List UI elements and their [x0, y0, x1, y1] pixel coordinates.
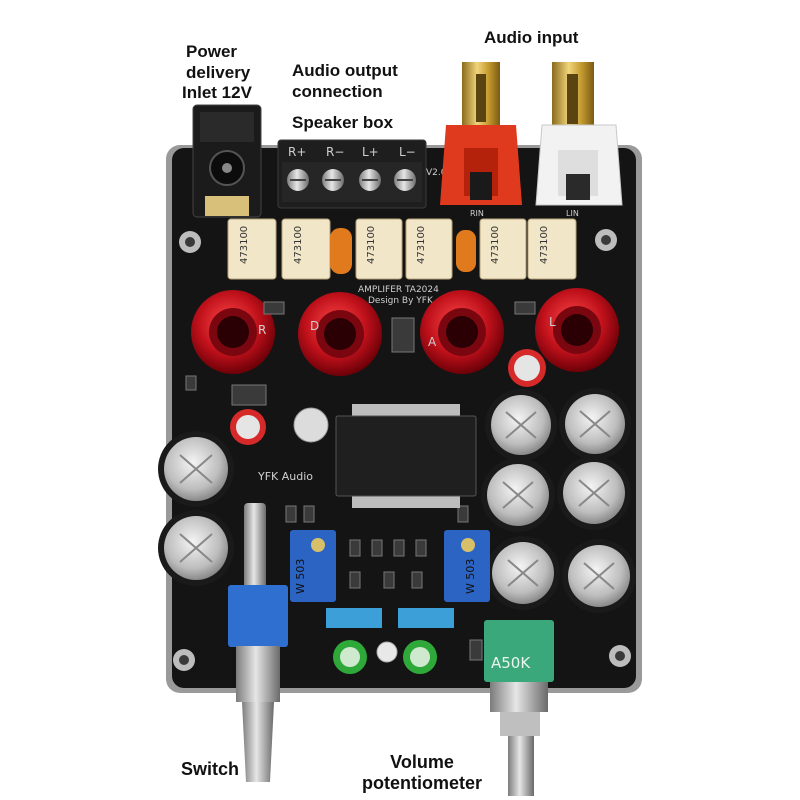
svg-text:R: R — [258, 323, 266, 337]
large-capacitors — [158, 388, 636, 613]
volume-pot: A50K — [484, 620, 554, 796]
film-capacitor: 473100 — [227, 218, 277, 280]
svg-text:D: D — [310, 319, 319, 333]
dc-power-jack — [192, 104, 262, 218]
film-capacitor: 473100 — [479, 218, 527, 280]
audio-output-label: Audio output connection — [292, 61, 398, 101]
binding-post-1: R — [191, 290, 275, 374]
binding-post-2: D — [298, 292, 382, 376]
brand-silkscreen: YFK Audio — [257, 470, 313, 483]
binding-post-3: A — [420, 290, 504, 374]
speaker-terminal-block: R+ R− L+ L− — [277, 139, 427, 209]
film-capacitor: 473100 — [355, 218, 403, 280]
small-capacitors — [230, 349, 546, 445]
toggle-switch — [228, 503, 288, 782]
terminal-label-l-minus: L− — [399, 145, 416, 159]
inlet-12v-label: Inlet 12V — [182, 83, 252, 102]
svg-text:A50K: A50K — [491, 654, 531, 672]
terminal-label-r-plus: R+ — [288, 145, 306, 159]
board-title-line2: Design By YFK — [368, 296, 434, 306]
svg-text:473100: 473100 — [416, 226, 427, 264]
film-capacitor: 473100 — [405, 218, 453, 280]
terminal-label-r-minus: R− — [326, 145, 344, 159]
svg-text:473100: 473100 — [539, 226, 550, 264]
svg-text:A: A — [428, 335, 437, 349]
svg-text:473100: 473100 — [490, 226, 501, 264]
rca-jack-left: LIN — [535, 62, 623, 218]
board-title-line1: AMPLIFER TA2024 — [358, 285, 439, 295]
terminal-label-l-plus: L+ — [362, 145, 379, 159]
green-capacitors — [333, 640, 437, 674]
blue-film-caps — [326, 608, 454, 628]
speaker-box-label: Speaker box — [292, 113, 394, 132]
film-capacitors: 473100 473100 473100 473100 473100 47310… — [227, 218, 577, 280]
svg-text:LIN: LIN — [566, 209, 579, 218]
led-indicator — [376, 641, 398, 663]
power-delivery-label: Power delivery — [186, 42, 251, 82]
film-capacitor: 473100 — [281, 218, 331, 280]
svg-text:473100: 473100 — [366, 226, 377, 264]
trimmer-right: W 503 — [444, 530, 490, 602]
film-capacitor: 473100 — [527, 218, 577, 280]
svg-text:473100: 473100 — [239, 226, 250, 264]
audio-input-label: Audio input — [484, 28, 579, 47]
tantalum-capacitors — [330, 228, 476, 274]
rca-jack-right: RIN — [440, 62, 522, 218]
amplifier-ic — [335, 404, 477, 508]
svg-text:RIN: RIN — [470, 209, 484, 218]
switch-label: Switch — [181, 759, 240, 779]
binding-post-4: L — [535, 288, 619, 372]
svg-text:L: L — [549, 315, 556, 329]
mounting-holes — [173, 229, 631, 671]
svg-text:W 503: W 503 — [464, 559, 477, 594]
version-label: V2.0 — [426, 168, 447, 178]
trimmer-left: W 503 — [290, 530, 336, 602]
smd-components — [185, 301, 536, 661]
svg-text:473100: 473100 — [293, 226, 304, 264]
svg-text:W 503: W 503 — [294, 559, 307, 594]
volume-potentiometer-label: Volume potentiometer — [361, 752, 482, 793]
